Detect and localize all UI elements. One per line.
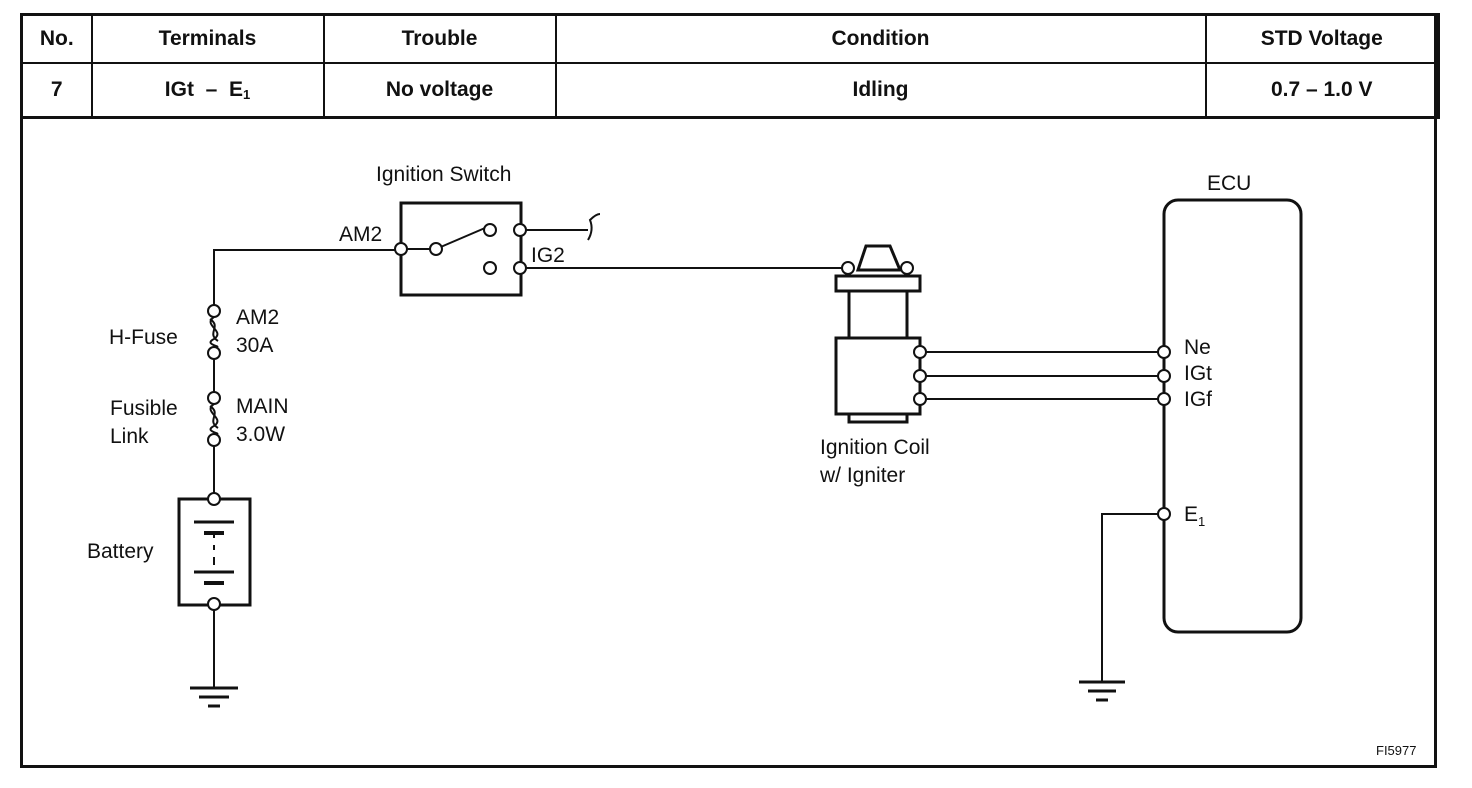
figure-code: FI5977 <box>1376 743 1416 758</box>
ecu-box <box>1157 198 1303 634</box>
am2-terminal-label: AM2 <box>339 223 382 246</box>
cell-std-voltage: 0.7 – 1.0 V <box>1204 62 1440 119</box>
ecu-igt-label: IGt <box>1184 362 1212 385</box>
battery-label: Battery <box>87 540 154 563</box>
ecu-igf-label: IGf <box>1184 388 1212 411</box>
cell-no: 7 <box>20 62 93 119</box>
ignition-coil-symbol <box>834 244 927 424</box>
header-trouble: Trouble <box>322 13 557 64</box>
ecu-label: ECU <box>1207 172 1251 195</box>
battery-ground-icon <box>190 610 238 708</box>
header-condition: Condition <box>554 13 1207 64</box>
fusible-link-name: MAIN <box>236 395 289 418</box>
ignition-switch-label: Ignition Switch <box>376 163 511 186</box>
header-terminals: Terminals <box>90 13 325 64</box>
fusible-link-label-line1: Fusible <box>110 397 178 420</box>
table-row: 7 IGt – E1 No voltage Idling 0.7 – 1.0 V <box>20 62 1440 119</box>
battery-symbol <box>177 492 252 611</box>
cell-trouble: No voltage <box>322 62 557 119</box>
ecu-ne-label: Ne <box>1184 336 1211 359</box>
h-fuse-rating: 30A <box>236 334 273 357</box>
fusible-link-symbol <box>207 391 221 447</box>
ecu-e1-sub: 1 <box>1198 514 1205 529</box>
cell-terminals: IGt – E1 <box>90 62 325 119</box>
cell-condition: Idling <box>554 62 1207 119</box>
ecu-e1-label: E1 <box>1184 503 1205 529</box>
h-fuse-symbol <box>207 304 221 360</box>
h-fuse-name: AM2 <box>236 306 279 329</box>
fusible-link-label-line2: Link <box>110 425 149 448</box>
cell-terminals-sub: 1 <box>242 87 251 102</box>
ecu-e1-main: E <box>1184 503 1198 526</box>
fusible-link-rating: 3.0W <box>236 423 285 446</box>
table-header-row: No. Terminals Trouble Condition STD Volt… <box>20 13 1440 64</box>
spec-table: No. Terminals Trouble Condition STD Volt… <box>20 13 1440 119</box>
ecu-ground-icon <box>1079 513 1158 702</box>
ignition-coil-label-line1: Ignition Coil <box>820 436 930 459</box>
h-fuse-label: H-Fuse <box>109 326 178 349</box>
ignition-coil-label-line2: w/ Igniter <box>819 464 905 487</box>
ig2-terminal-label: IG2 <box>531 244 565 267</box>
ignition-switch <box>394 201 601 297</box>
cell-terminals-main: IGt – E <box>164 78 243 101</box>
header-std-voltage: STD Voltage <box>1204 13 1440 64</box>
header-no: No. <box>20 13 93 64</box>
am2-wire <box>213 249 395 305</box>
